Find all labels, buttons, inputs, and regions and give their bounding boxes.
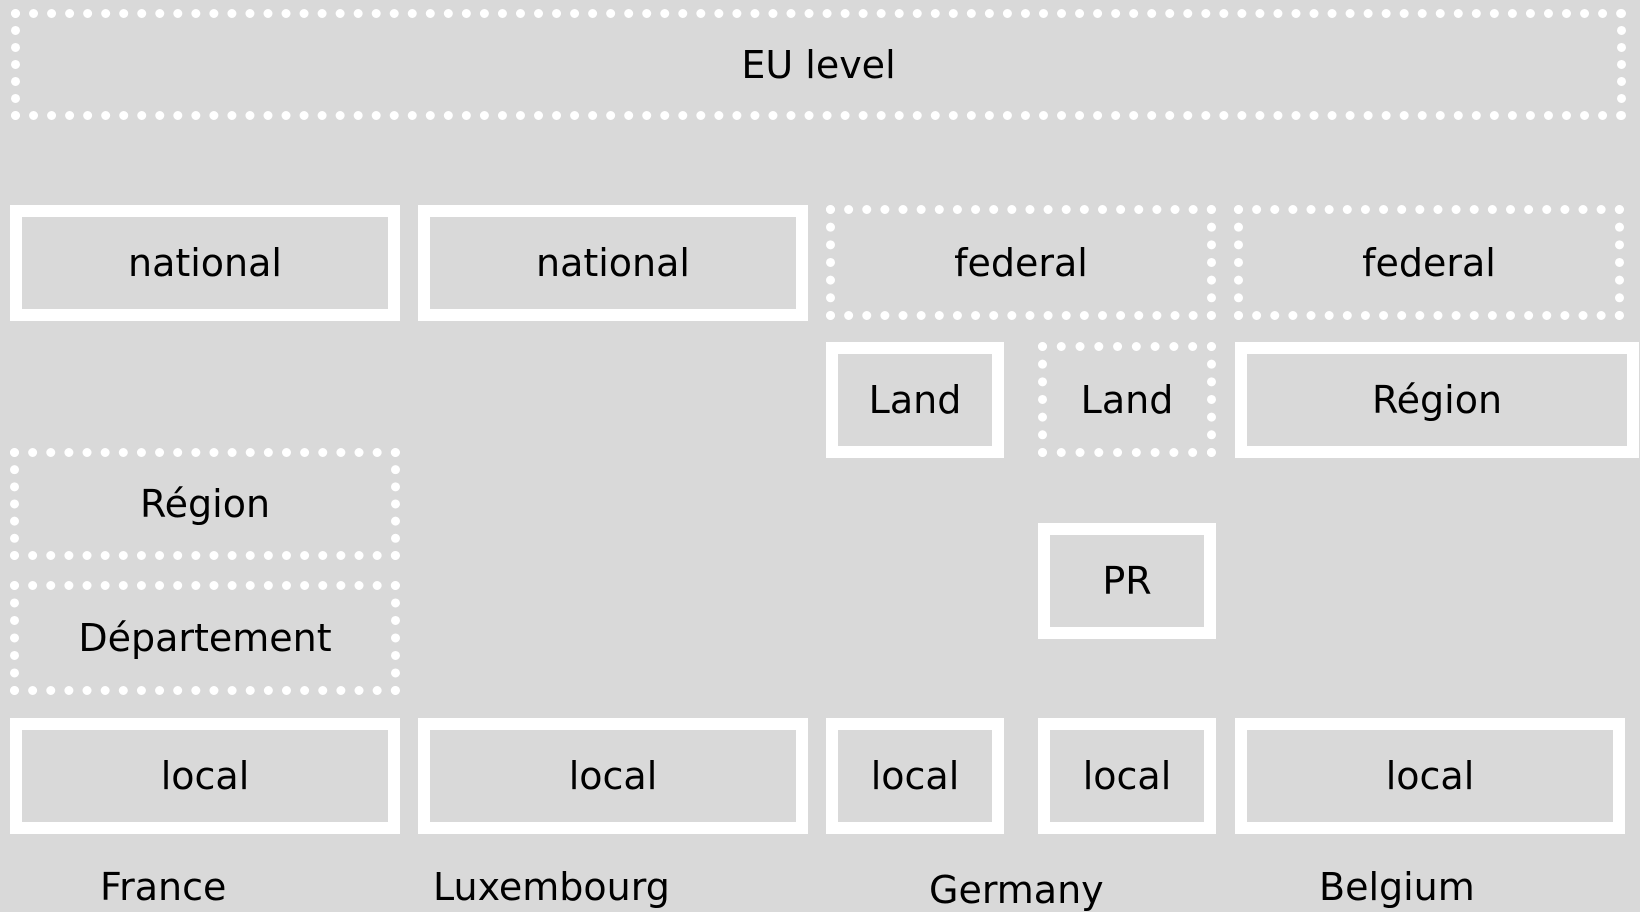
belgium-region-label: Région [1371,378,1503,422]
france-national-label: national [127,241,282,285]
germany-local-label-left: local [870,754,960,798]
germany-land-label-dotted: Land [1080,377,1174,422]
france-region-label: Région [139,482,271,526]
luxembourg-national-box: national [418,205,808,321]
country-label-germany: Germany [929,868,1104,912]
germany-local-box-left: local [826,718,1004,834]
germany-land-label-solid: Land [868,378,962,422]
france-national-box: national [10,205,400,321]
belgium-local-label: local [1385,754,1475,798]
eu-level-box: EU level [11,9,1626,120]
france-local-label: local [160,754,250,798]
france-departement-box: Département [10,581,400,695]
belgium-local-box: local [1235,718,1625,834]
germany-federal-label: federal [954,240,1088,285]
france-region-box: Région [10,448,400,560]
germany-federal-box: federal [826,205,1216,320]
germany-local-label-right: local [1082,754,1172,798]
france-local-box: local [10,718,400,834]
germany-land-box-solid: Land [826,342,1004,458]
luxembourg-national-label: national [535,241,690,285]
luxembourg-local-box: local [418,718,808,834]
germany-pr-label: PR [1102,559,1152,603]
country-label-france: France [100,865,227,909]
belgium-federal-box: federal [1234,205,1624,320]
germany-land-box-dotted: Land [1038,342,1216,457]
eu-level-label: EU level [741,42,896,87]
country-label-luxembourg: Luxembourg [433,865,670,909]
belgium-region-box: Région [1235,342,1639,458]
belgium-federal-label: federal [1362,240,1496,285]
germany-local-box-right: local [1038,718,1216,834]
country-label-belgium: Belgium [1319,865,1475,909]
germany-pr-box: PR [1038,523,1216,639]
france-departement-label: Département [78,616,332,660]
luxembourg-local-label: local [568,754,658,798]
